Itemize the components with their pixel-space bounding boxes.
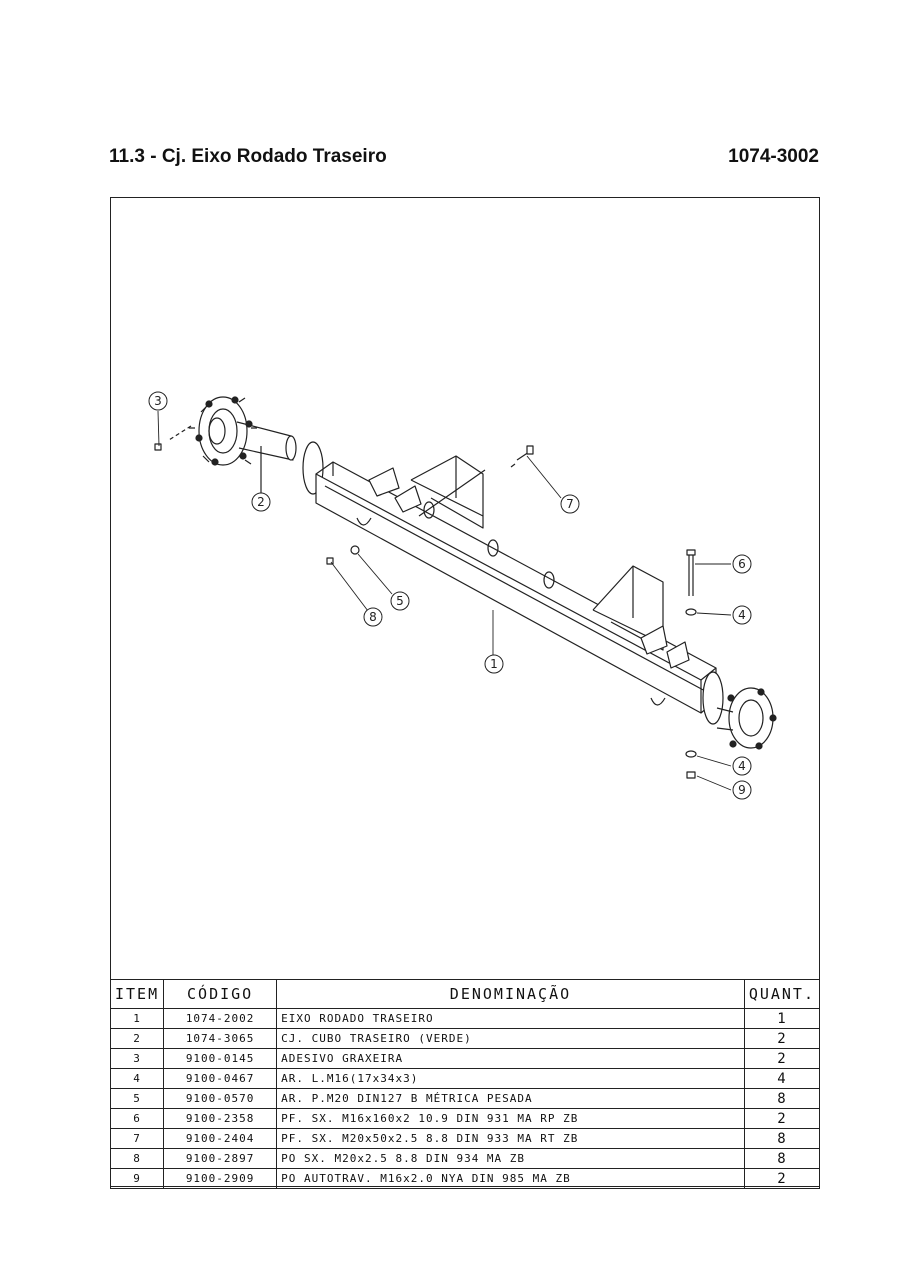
header-item: ITEM	[109, 979, 165, 1009]
cell-description: AR. L.M16(17x34x3)	[276, 1068, 745, 1089]
balloon-label: 1	[490, 657, 498, 671]
cell-description: ADESIVO GRAXEIRA	[276, 1048, 745, 1069]
table-row: 3 9100-0145 ADESIVO GRAXEIRA 2	[109, 1048, 821, 1069]
table-row: 1 1074-2002 EIXO RODADO TRASEIRO 1	[109, 1008, 821, 1029]
cell-description: PF. SX. M20x50x2.5 8.8 DIN 933 MA RT ZB	[276, 1128, 745, 1149]
table-header-row: ITEM CÓDIGO DENOMINAÇÃO QUANT.	[109, 979, 821, 1009]
cell-code: 9100-2897	[163, 1148, 278, 1169]
header-quantity: QUANT.	[743, 979, 821, 1009]
balloon-label: 9	[738, 783, 746, 797]
cell-description: CJ. CUBO TRASEIRO (VERDE)	[276, 1028, 745, 1049]
right-hub-assembly	[716, 687, 777, 750]
cell-description: PO AUTOTRAV. M16x2.0 NYA DIN 985 MA ZB	[276, 1168, 745, 1189]
cell-item: 3	[109, 1048, 165, 1069]
cell-quantity: 8	[743, 1088, 821, 1109]
table-row: 8 9100-2897 PO SX. M20x2.5 8.8 DIN 934 M…	[109, 1148, 821, 1169]
balloon-item-7	[560, 494, 580, 514]
cell-code: 1074-3065	[163, 1028, 278, 1049]
cell-description: PF. SX. M16x160x2 10.9 DIN 931 MA RP ZB	[276, 1108, 745, 1129]
assembly-code: 1074-3002	[728, 146, 819, 167]
cell-description: AR. P.M20 DIN127 B MÉTRICA PESADA	[276, 1088, 745, 1109]
cell-code: 9100-0570	[163, 1088, 278, 1109]
cell-code: 9100-2358	[163, 1108, 278, 1129]
balloon-label: 4	[738, 608, 746, 622]
leader-lines	[157, 410, 732, 791]
cell-item: 5	[109, 1088, 165, 1109]
balloon-item-4-bottom	[732, 756, 752, 776]
exploded-view-drawing: 3 2 7 6 4 5 8 1 4 9	[148, 391, 777, 800]
header-description: DENOMINAÇÃO	[276, 979, 745, 1009]
fasteners	[326, 445, 697, 779]
balloon-item-1	[484, 654, 504, 674]
table-row: 9 9100-2909 PO AUTOTRAV. M16x2.0 NYA DIN…	[109, 1168, 821, 1189]
left-hub-assembly	[154, 396, 297, 498]
cell-code: 1074-2002	[163, 1008, 278, 1029]
balloon-label: 2	[257, 495, 265, 509]
cell-quantity: 2	[743, 1168, 821, 1189]
cell-item: 7	[109, 1128, 165, 1149]
header-code: CÓDIGO	[163, 979, 278, 1009]
balloon-item-4-top	[732, 605, 752, 625]
balloon-item-9	[732, 780, 752, 800]
cell-code: 9100-2909	[163, 1168, 278, 1189]
balloon-item-8	[363, 607, 383, 627]
table-row: 2 1074-3065 CJ. CUBO TRASEIRO (VERDE) 2	[109, 1028, 821, 1049]
cell-item: 9	[109, 1168, 165, 1189]
cell-item: 2	[109, 1028, 165, 1049]
balloon-item-6	[732, 554, 752, 574]
cell-item: 1	[109, 1008, 165, 1029]
cell-quantity: 2	[743, 1108, 821, 1129]
balloon-label: 8	[369, 610, 377, 624]
parts-list-table: ITEM CÓDIGO DENOMINAÇÃO QUANT. 1 1074-20…	[109, 979, 821, 1189]
cell-description: EIXO RODADO TRASEIRO	[276, 1008, 745, 1029]
cell-quantity: 4	[743, 1068, 821, 1089]
balloon-label: 5	[396, 594, 404, 608]
cell-item: 6	[109, 1108, 165, 1129]
drawing-frame: 3 2 7 6 4 5 8 1 4 9 ITEM CÓDIGO DENOMINA…	[109, 197, 821, 1189]
cell-quantity: 8	[743, 1148, 821, 1169]
table-row: 5 9100-0570 AR. P.M20 DIN127 B MÉTRICA P…	[109, 1088, 821, 1109]
balloon-label: 6	[738, 557, 746, 571]
axle-beam	[302, 441, 724, 725]
balloon-item-3	[148, 391, 168, 411]
cell-quantity: 1	[743, 1008, 821, 1029]
balloon-item-5	[390, 591, 410, 611]
cell-code: 9100-0467	[163, 1068, 278, 1089]
cell-quantity: 8	[743, 1128, 821, 1149]
cell-quantity: 2	[743, 1028, 821, 1049]
cell-code: 9100-2404	[163, 1128, 278, 1149]
cell-description: PO SX. M20x2.5 8.8 DIN 934 MA ZB	[276, 1148, 745, 1169]
table-row: 4 9100-0467 AR. L.M16(17x34x3) 4	[109, 1068, 821, 1089]
table-row: 7 9100-2404 PF. SX. M20x50x2.5 8.8 DIN 9…	[109, 1128, 821, 1149]
cell-item: 8	[109, 1148, 165, 1169]
cell-code: 9100-0145	[163, 1048, 278, 1069]
table-row: 6 9100-2358 PF. SX. M16x160x2 10.9 DIN 9…	[109, 1108, 821, 1129]
balloon-label: 3	[154, 394, 162, 408]
cell-quantity: 2	[743, 1048, 821, 1069]
balloon-label: 7	[566, 497, 574, 511]
balloon-item-2	[251, 492, 271, 512]
balloon-label: 4	[738, 759, 746, 773]
page-title: 11.3 - Cj. Eixo Rodado Traseiro	[109, 146, 387, 167]
cell-item: 4	[109, 1068, 165, 1089]
